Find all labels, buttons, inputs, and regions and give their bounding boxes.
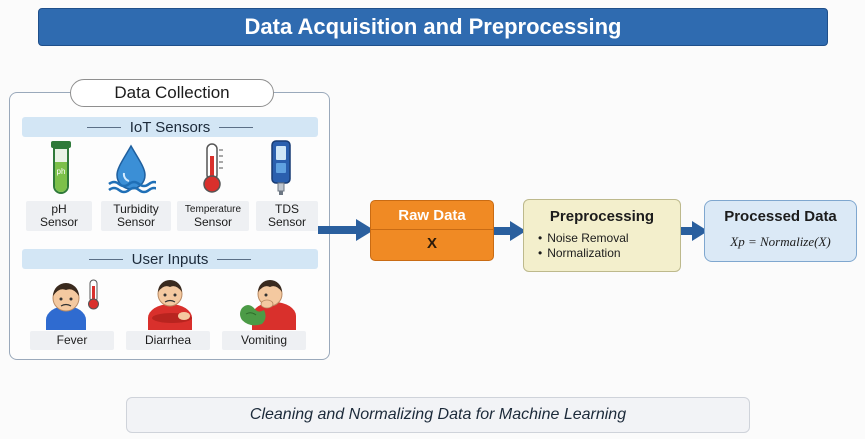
heading-rule-left xyxy=(86,126,121,128)
arrow-to-preprocessing xyxy=(494,221,526,241)
temperature-sensor-label: Temperature xyxy=(184,203,242,215)
preprocessing-box: Preprocessing Noise Removal Normalizatio… xyxy=(523,199,681,272)
iot-sensors-heading: IoT Sensors xyxy=(22,117,318,137)
raw-data-box: Raw Data X xyxy=(370,200,494,261)
preprocessing-title: Preprocessing xyxy=(549,208,655,225)
raw-data-variable: X xyxy=(426,235,437,252)
raw-data-title: Raw Data xyxy=(371,201,493,230)
test-tube-icon: ph xyxy=(51,141,71,194)
fever-label: Fever xyxy=(56,333,88,347)
ph-sensor-sublabel: Sensor xyxy=(39,215,79,229)
footer-caption: Cleaning and Normalizing Data for Machin… xyxy=(126,397,750,433)
diagram-title: Data Acquisition and Preprocessing xyxy=(38,8,828,46)
processed-data-box: Processed Data Xp = Normalize(X) xyxy=(704,200,857,262)
vomiting-label: Vomiting xyxy=(240,333,288,347)
tds-sensor-label: TDS xyxy=(275,202,299,216)
preprocessing-steps: Noise Removal Normalization xyxy=(538,231,680,261)
fever-card: Fever xyxy=(30,331,114,350)
thermometer-icon xyxy=(203,143,223,193)
diarrhea-label: Diarrhea xyxy=(144,333,192,347)
step-noise-removal: Noise Removal xyxy=(538,231,680,246)
vomiting-card: Vomiting xyxy=(222,331,306,350)
heading-rule-right xyxy=(219,126,254,128)
heading-rule-left xyxy=(88,258,123,260)
tds-sensor-sublabel: Sensor xyxy=(267,215,307,229)
processed-data-title: Processed Data xyxy=(724,208,837,225)
heading-rule-right xyxy=(217,258,252,260)
ph-sensor-label: pH xyxy=(51,202,67,216)
tds-meter-icon xyxy=(271,140,291,195)
turbidity-sensor-sublabel: Sensor xyxy=(116,215,155,229)
user-inputs-heading: User Inputs xyxy=(22,249,318,269)
arrow-to-raw-data xyxy=(318,219,374,241)
normalize-formula: Xp = Normalize(X) xyxy=(730,234,831,249)
step-normalization: Normalization xyxy=(538,246,680,261)
ph-tube-label: ph xyxy=(57,167,66,176)
vomiting-person-icon xyxy=(240,280,296,330)
user-inputs-label: User Inputs xyxy=(131,250,209,268)
fever-person-icon xyxy=(46,279,99,330)
water-drop-icon xyxy=(108,144,156,194)
data-collection-title: Data Collection xyxy=(70,79,274,107)
diarrhea-person-icon xyxy=(148,280,192,330)
arrow-to-processed-data xyxy=(680,221,708,241)
diarrhea-card: Diarrhea xyxy=(126,331,210,350)
iot-sensors-label: IoT Sensors xyxy=(129,118,211,136)
turbidity-sensor-label: Turbidity xyxy=(113,202,159,216)
temperature-sensor-sublabel: Sensor xyxy=(193,214,232,229)
